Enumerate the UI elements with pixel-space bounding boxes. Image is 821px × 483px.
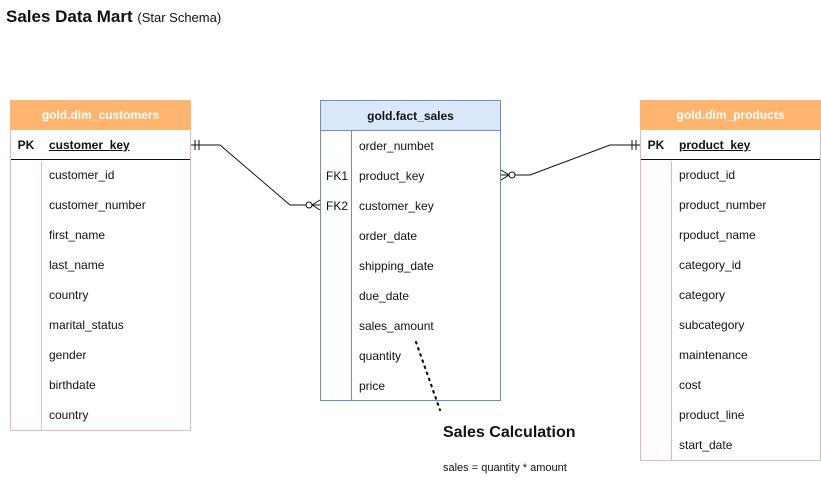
table-row: rpoduct_name (641, 220, 820, 250)
table-row: category_id (641, 250, 820, 280)
note-title: Sales Calculation (443, 424, 576, 441)
pk-label: PK (647, 138, 665, 152)
column-name: country (49, 288, 89, 302)
zero-mark (305, 201, 313, 209)
table-row: product_id (641, 160, 820, 190)
column-name: subcategory (679, 318, 745, 332)
table-row: first_name (11, 220, 190, 250)
column-name: cost (679, 378, 702, 392)
column-name: product_key (359, 169, 425, 183)
relation-fact-products[interactable] (500, 140, 640, 181)
column-name: country (49, 408, 89, 422)
table-header: gold.fact_sales (321, 101, 500, 131)
table-dim-customers[interactable]: gold.dim_customers PK customer_key custo… (10, 100, 191, 431)
key-divider (671, 161, 672, 460)
table-row: last_name (11, 250, 190, 280)
table-row: category (641, 280, 820, 310)
column-name: customer_number (49, 198, 146, 212)
table-row: due_date (321, 281, 500, 311)
table-row: order_date (321, 221, 500, 251)
zero-mark (508, 171, 516, 179)
table-row: FK1 product_key (321, 161, 500, 191)
column-name: maintenance (679, 348, 748, 362)
table-row: maintenance (641, 340, 820, 370)
table-row: FK2 customer_key (321, 191, 500, 221)
table-row: product_number (641, 190, 820, 220)
table-header: gold.dim_customers (10, 100, 191, 130)
column-name: customer_key (359, 199, 434, 213)
page-title: Sales Data Mart (Star Schema) (6, 7, 221, 27)
key-divider (351, 131, 352, 400)
column-name: birthdate (49, 378, 96, 392)
pk-column: customer_key (49, 138, 130, 152)
table-row: cost (641, 370, 820, 400)
note-connector (414, 340, 442, 412)
pk-label: PK (17, 138, 35, 152)
crow-foot (311, 204, 321, 211)
column-name: sales_amount (359, 319, 434, 333)
table-row: quantity (321, 341, 500, 371)
table-row: marital_status (11, 310, 190, 340)
column-name: category_id (679, 258, 742, 272)
column-name: quantity (359, 349, 402, 363)
column-name: order_numbet (359, 139, 434, 153)
table-row: country (11, 280, 190, 310)
pk-row: PK customer_key (11, 130, 190, 160)
column-name: rpoduct_name (679, 228, 756, 242)
column-name: due_date (359, 289, 410, 303)
title-subtitle: (Star Schema) (137, 10, 222, 25)
table-header: gold.dim_products (640, 100, 821, 130)
column-name: category (679, 288, 726, 302)
table-row: gender (11, 340, 190, 370)
table-row: customer_number (11, 190, 190, 220)
table-row: order_numbet (321, 131, 500, 161)
crow-foot (311, 199, 321, 206)
column-name: product_line (679, 408, 745, 422)
column-name: marital_status (49, 318, 124, 332)
column-name: gender (49, 348, 87, 362)
table-row: price (321, 371, 500, 401)
key-label: FK2 (325, 199, 348, 213)
table-row: country (11, 400, 190, 430)
column-name: product_id (679, 168, 736, 182)
column-name: customer_id (49, 168, 115, 182)
table-row: product_line (641, 400, 820, 430)
table-row: sales_amount (321, 311, 500, 341)
table-row: shipping_date (321, 251, 500, 281)
table-row: birthdate (11, 370, 190, 400)
key-divider (41, 161, 42, 430)
table-row: start_date (641, 430, 820, 460)
table-row: customer_id (11, 160, 190, 190)
column-name: last_name (49, 258, 105, 272)
relation-customers-fact[interactable] (191, 140, 321, 211)
key-label: FK1 (325, 169, 348, 183)
pk-row: PK product_key (641, 130, 820, 160)
column-name: shipping_date (359, 259, 434, 273)
table-dim-products[interactable]: gold.dim_products PK product_key product… (640, 100, 821, 461)
column-name: first_name (49, 228, 106, 242)
table-row: subcategory (641, 310, 820, 340)
title-main: Sales Data Mart (6, 7, 133, 26)
crow-foot (500, 169, 510, 176)
column-name: price (359, 379, 386, 393)
column-name: start_date (679, 438, 733, 452)
crow-foot (500, 174, 510, 181)
column-name: order_date (359, 229, 418, 243)
pk-column: product_key (679, 138, 751, 152)
note-text: sales = quantity * amount (443, 462, 567, 474)
column-name: product_number (679, 198, 767, 212)
